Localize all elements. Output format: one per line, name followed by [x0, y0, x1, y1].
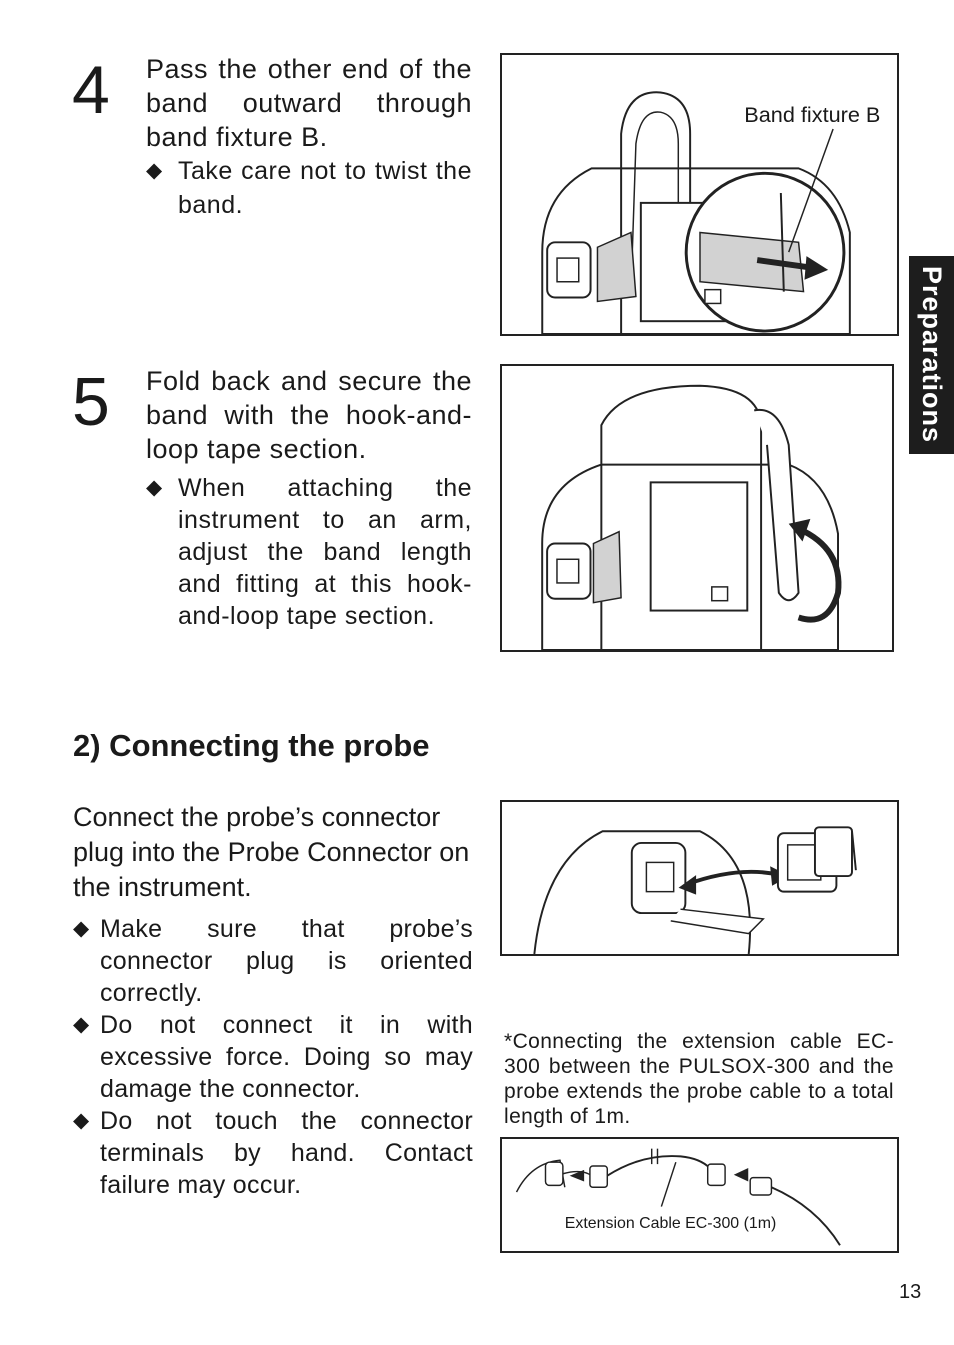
figure-probe-connector [500, 800, 899, 956]
bullet-terminals: ◆ Do not touch the connector terminals b… [73, 1105, 473, 1201]
diamond-bullet-icon: ◆ [73, 1013, 90, 1036]
section-intro: Connect the probe’s connector plug into … [73, 802, 470, 902]
step-4-instruction: Pass the other end of the band outward t… [146, 54, 472, 152]
extension-cable-illustration: Extension Cable EC-300 (1m) [515, 1148, 841, 1246]
step-5-bullet-text: When attaching the instrument to an arm,… [178, 474, 472, 630]
step-5-text: Fold back and secure the band with the h… [146, 364, 472, 632]
band-fixture-label: Band fixture B [744, 102, 880, 127]
figure-extension-cable: Extension Cable EC-300 (1m) [500, 1137, 899, 1253]
bullet-terminals-text: Do not touch the connector terminals by … [100, 1107, 473, 1199]
probe-connector-illustration [533, 826, 857, 954]
side-tab-label: Preparations [917, 266, 947, 444]
step-4-number: 4 [72, 52, 110, 128]
band-fixture-illustration: Band fixture B [541, 91, 880, 334]
section-tab-preparations: Preparations [909, 256, 954, 454]
bullet-orientation-text: Make sure that probe’s connector plug is… [100, 915, 473, 1007]
section-heading: 2) Connecting the probe [73, 728, 430, 763]
step-5-instruction: Fold back and secure the band with the h… [146, 366, 472, 464]
diamond-bullet-icon: ◆ [73, 917, 90, 940]
step-4-bullet-text: Take care not to twist the band. [178, 157, 472, 219]
bullet-orientation: ◆ Make sure that probe’s connector plug … [73, 913, 473, 1009]
step-5-number: 5 [72, 364, 110, 440]
figure-band-fixture: Band fixture B [500, 53, 899, 336]
diamond-bullet-icon: ◆ [146, 159, 163, 182]
bullet-force: ◆ Do not connect it in with excessive fo… [73, 1009, 473, 1105]
step-4-bullet: ◆ Take care not to twist the band. [146, 154, 472, 222]
extension-cable-label: Extension Cable EC-300 (1m) [565, 1215, 777, 1232]
page-number: 13 [899, 1281, 922, 1303]
section-bullets: ◆ Make sure that probe’s connector plug … [73, 913, 473, 1201]
step-5-bullet: ◆ When attaching the instrument to an ar… [146, 472, 472, 632]
figure-hook-loop [500, 364, 894, 652]
step-4-text: Pass the other end of the band outward t… [146, 52, 472, 222]
diamond-bullet-icon: ◆ [73, 1109, 90, 1132]
extension-cable-note: *Connecting the extension cable EC-300 b… [504, 1030, 894, 1128]
hook-loop-illustration [541, 384, 842, 650]
diamond-bullet-icon: ◆ [146, 476, 163, 499]
bullet-force-text: Do not connect it in with excessive forc… [100, 1011, 473, 1103]
